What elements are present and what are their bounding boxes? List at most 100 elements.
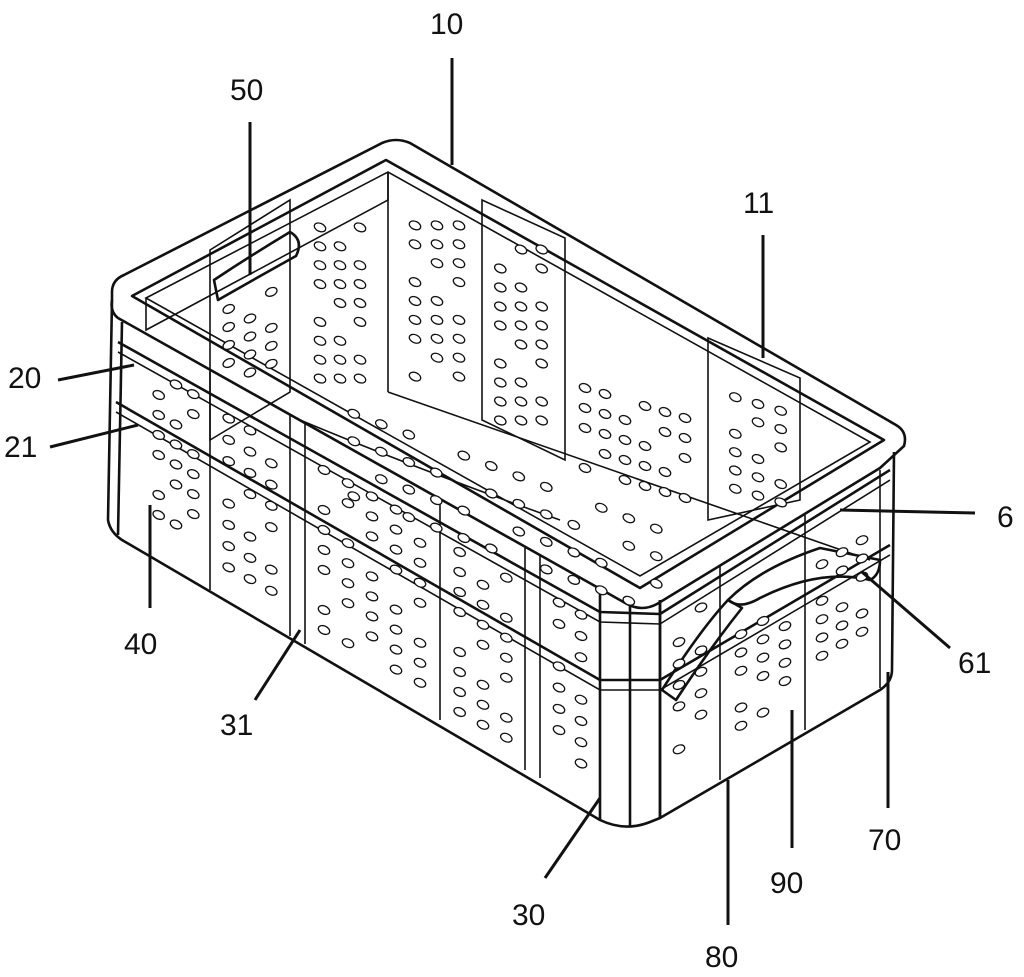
perforation-hole — [243, 467, 257, 478]
perforation-hole — [222, 434, 236, 445]
perforation-hole — [594, 502, 608, 513]
perforation-hole — [333, 241, 347, 252]
perforation-hole — [333, 373, 347, 384]
perforation-hole — [222, 321, 236, 333]
perforation-hole — [598, 448, 612, 460]
perforation-hole — [552, 661, 566, 672]
perforation-hole — [264, 564, 278, 575]
perforation-hole — [855, 535, 869, 546]
perforation-hole — [734, 629, 748, 640]
perforation-hole — [222, 303, 236, 315]
perforation-hole — [815, 559, 829, 570]
perforation-hole — [408, 371, 422, 382]
perforation-hole — [574, 694, 588, 705]
perforation-hole — [535, 415, 549, 426]
perforation-hole — [243, 489, 257, 500]
perforation-hole — [535, 301, 549, 312]
perforation-hole — [186, 389, 200, 400]
perforation-hole — [430, 314, 444, 325]
perforation-hole — [313, 260, 327, 271]
perforation-hole — [389, 504, 403, 515]
perforation-hole — [452, 352, 466, 363]
perforation-hole — [751, 472, 765, 483]
perforation-hole — [430, 295, 444, 307]
perforation-hole — [457, 532, 471, 544]
perforation-hole — [430, 352, 444, 363]
inner-back-wall — [145, 172, 389, 332]
perforation-hole — [453, 646, 467, 658]
perforation-hole — [535, 263, 549, 274]
perforation-hole — [430, 220, 444, 231]
perforation-hole — [222, 541, 236, 552]
perforation-hole — [514, 396, 528, 407]
label-21: 21 — [4, 431, 37, 464]
perforation-hole — [365, 631, 379, 642]
perforation-hole — [574, 715, 588, 727]
perforation-hole — [264, 286, 278, 297]
perforation-hole — [152, 509, 166, 521]
perforation-hole — [756, 670, 770, 682]
perforation-hole — [313, 335, 327, 346]
perforation-hole — [402, 429, 416, 440]
perforation-hole — [728, 483, 742, 494]
perforation-hole — [567, 547, 581, 558]
perforation-hole — [452, 220, 466, 231]
perforation-hole — [552, 725, 566, 736]
perforation-hole — [535, 244, 549, 255]
perforation-hole — [658, 426, 672, 438]
perforation-hole — [341, 538, 355, 549]
perforation-hole — [243, 552, 257, 563]
perforation-hole — [694, 602, 708, 613]
perforation-hole — [751, 453, 765, 465]
perforation-hole — [264, 522, 278, 533]
perforation-hole — [734, 647, 748, 658]
perforation-hole — [678, 432, 692, 444]
perforation-hole — [264, 340, 278, 351]
perforation-hole — [855, 626, 869, 637]
perforation-hole — [341, 598, 355, 609]
perforation-hole — [815, 650, 829, 661]
perforation-hole — [222, 498, 236, 509]
perforation-hole — [774, 424, 788, 435]
leader-31 — [253, 629, 302, 701]
perforation-hole — [453, 686, 467, 698]
perforation-hole — [756, 615, 770, 627]
perforation-hole — [484, 488, 498, 499]
perforation-hole — [389, 624, 403, 635]
perforation-hole — [539, 564, 553, 575]
label-40: 40 — [124, 628, 157, 661]
perforation-hole — [756, 707, 770, 718]
perforation-hole — [484, 460, 498, 472]
perforation-hole — [402, 484, 416, 495]
perforation-hole — [243, 367, 257, 378]
perforation-hole — [476, 599, 490, 610]
perforation-hole — [552, 618, 566, 629]
perforation-hole — [638, 460, 652, 472]
perforation-hole — [169, 479, 183, 490]
perforation-hole — [413, 677, 427, 688]
perforation-hole — [535, 358, 549, 369]
band-20 — [117, 340, 891, 616]
perforation-hole — [453, 546, 467, 558]
perforation-hole — [429, 467, 443, 478]
perforation-hole — [578, 402, 592, 414]
perforation-hole — [222, 519, 236, 530]
perforation-hole — [672, 637, 686, 648]
perforation-hole — [152, 429, 166, 441]
perforation-hole — [317, 624, 331, 636]
perforation-hole — [598, 408, 612, 420]
perforation-hole — [402, 512, 416, 523]
perforation-hole — [535, 339, 549, 350]
perforation-hole — [413, 537, 427, 548]
perforation-hole — [186, 509, 200, 520]
perforation-hole — [222, 357, 236, 369]
perforation-hole — [476, 639, 490, 650]
perforation-hole — [578, 462, 592, 474]
perforation-hole — [389, 604, 403, 615]
leader-21 — [49, 423, 139, 449]
perforation-hole — [365, 571, 379, 582]
perforation-hole — [678, 452, 692, 464]
perforation-hole — [774, 497, 788, 508]
perforation-hole — [594, 557, 608, 568]
perforation-hole — [672, 658, 686, 669]
